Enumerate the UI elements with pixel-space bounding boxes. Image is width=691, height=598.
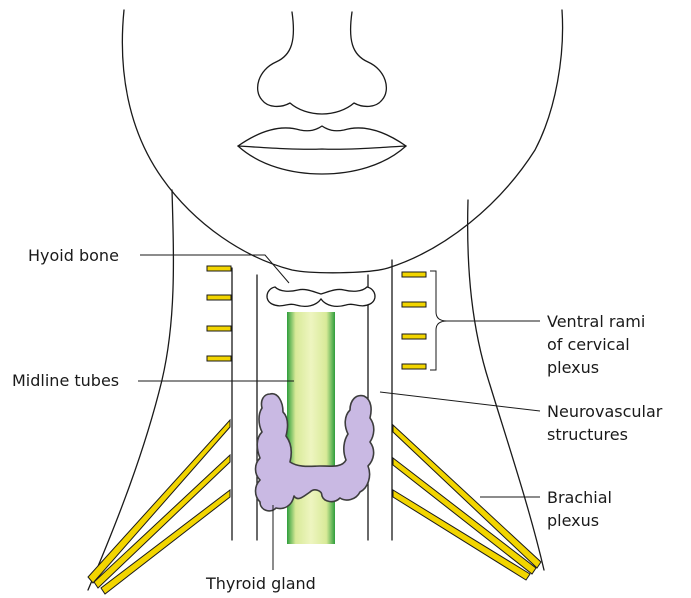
ventral-rami-label: Ventral rami of cervical plexus (547, 310, 645, 379)
thyroid-gland-label: Thyroid gland (206, 572, 316, 595)
midline-tubes-label-text: Midline tubes (12, 371, 119, 390)
hyoid-bone-label: Hyoid bone (28, 244, 119, 267)
ventral-ramus-left-4 (207, 356, 231, 361)
midline-tubes-label: Midline tubes (12, 369, 119, 392)
ventral-ramus-right-1 (402, 272, 426, 277)
neck-right-outline (468, 200, 544, 570)
neurovascular-leader-line (380, 392, 540, 411)
ventral-ramus-right-4 (402, 364, 426, 369)
ventral-rami-label-line-2: of cervical (547, 333, 645, 356)
hyoid-bone (267, 287, 375, 306)
brachial-plexus-label-line-1: Brachial (547, 486, 612, 509)
brachial-nerve-left-2 (94, 455, 230, 588)
ventral-rami-label-line-1: Ventral rami (547, 310, 645, 333)
hyoid-bone-label-text: Hyoid bone (28, 246, 119, 265)
brachial-plexus-label-line-2: plexus (547, 509, 612, 532)
lower-lip (238, 146, 406, 174)
nose-outline (258, 12, 387, 114)
thyroid-gland-label-text: Thyroid gland (206, 574, 316, 593)
neurovascular-label-line-2: structures (547, 423, 662, 446)
brachial-plexus-label: Brachial plexus (547, 486, 612, 532)
brachial-nerve-left-1 (88, 420, 230, 583)
head-outline (122, 10, 562, 273)
ventral-ramus-right-3 (402, 334, 426, 339)
ventral-rami-label-line-3: plexus (547, 356, 645, 379)
midline-tube (287, 312, 335, 544)
lip-line (238, 146, 406, 149)
neurovascular-label-line-1: Neurovascular (547, 400, 662, 423)
neurovascular-label: Neurovascular structures (547, 400, 662, 446)
ventral-ramus-left-3 (207, 326, 231, 331)
ventral-ramus-left-1 (207, 266, 231, 271)
ventral-rami-bracket (430, 271, 447, 370)
upper-lip (238, 126, 406, 146)
ventral-ramus-left-2 (207, 295, 231, 300)
ventral-ramus-right-2 (402, 302, 426, 307)
brachial-nerve-right-2 (393, 458, 536, 574)
